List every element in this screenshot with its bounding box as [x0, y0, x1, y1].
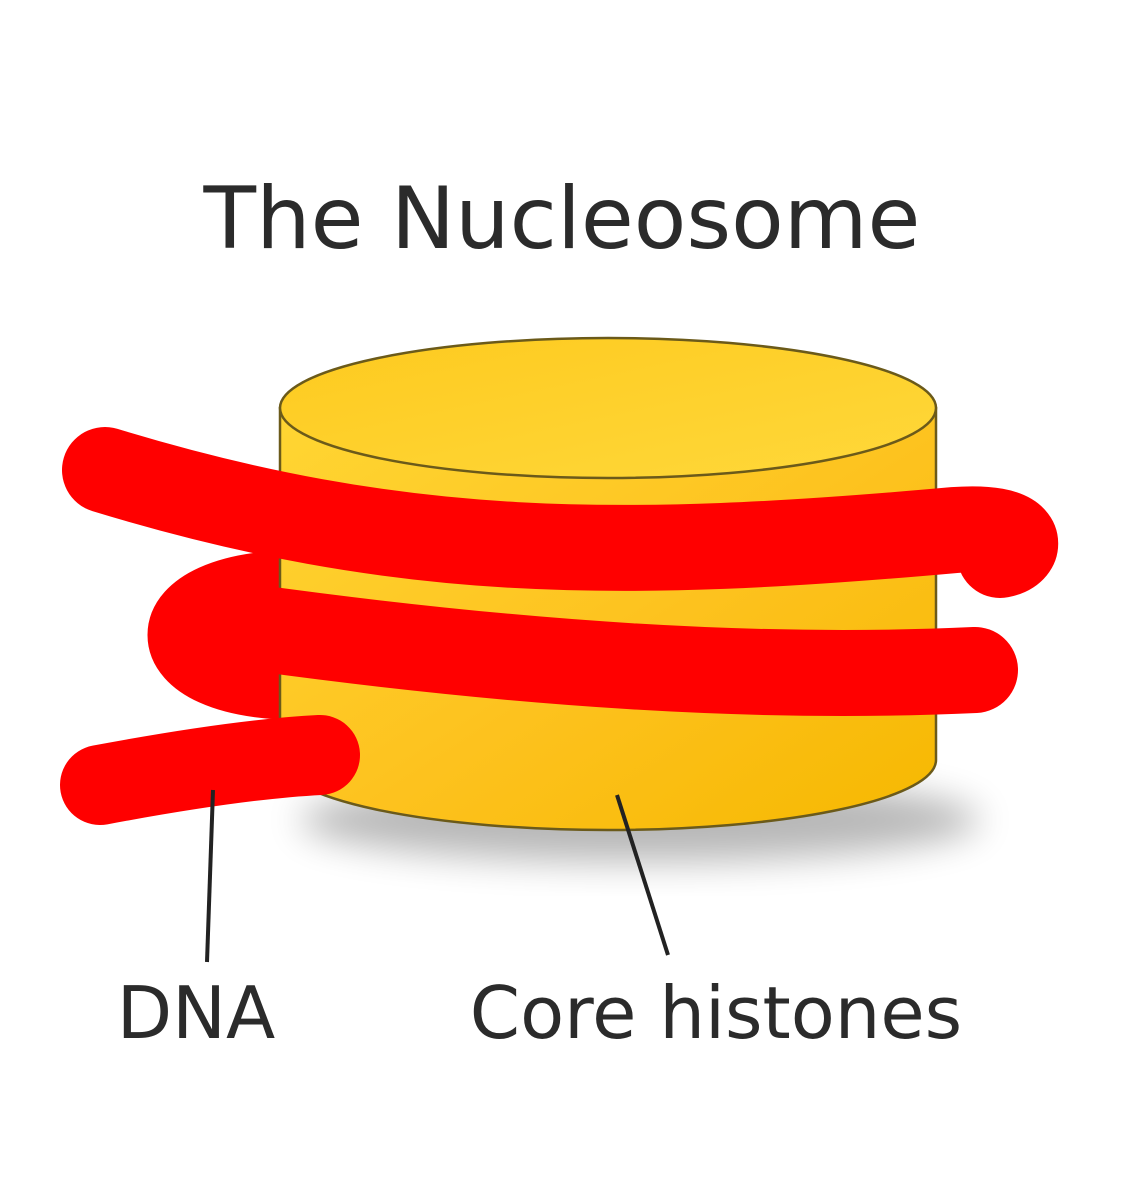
- core-histones-leader-line: [615, 794, 670, 956]
- dna-leader-line: [205, 789, 215, 963]
- dna-strand-middle-wrap: [192, 582, 1018, 716]
- diagram-title: The Nucleosome: [203, 169, 921, 269]
- histone-core-top: [278, 336, 938, 480]
- core-histones-label: Core histones: [470, 971, 962, 1055]
- dna-label: DNA: [117, 971, 276, 1055]
- dna-strand-upper-wrap: [62, 427, 1058, 598]
- dna-strand-lower-tail: [60, 715, 360, 825]
